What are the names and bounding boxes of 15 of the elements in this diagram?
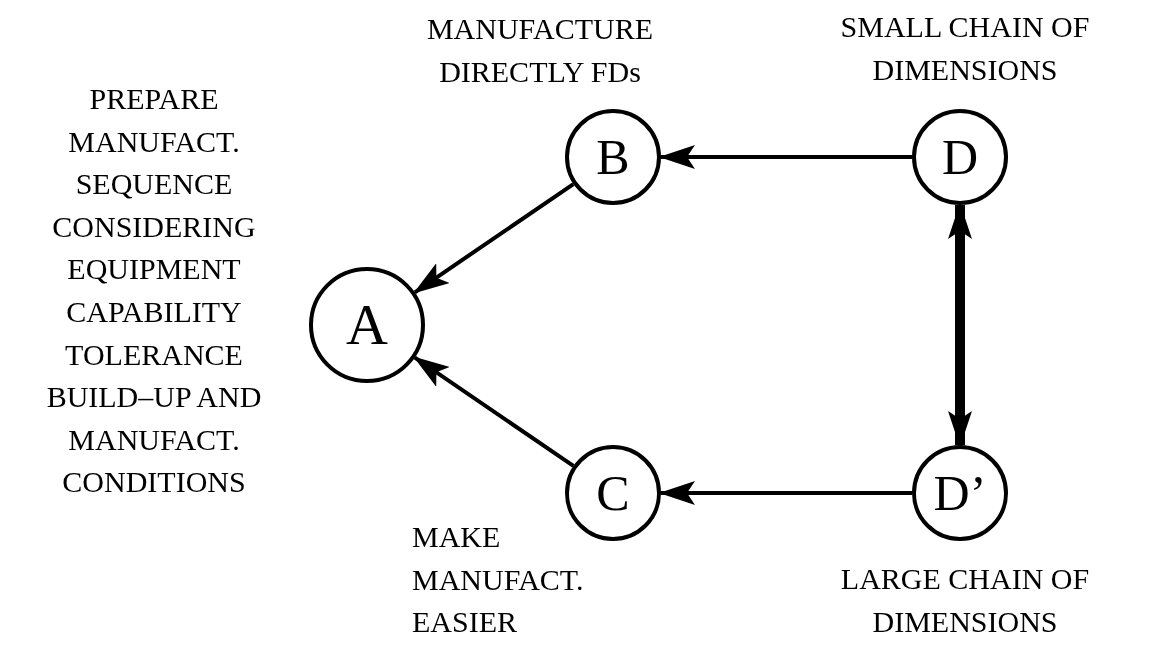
arrow — [659, 145, 912, 169]
node-caption: PREPARE MANUFACT. SEQUENCE CONSIDERING EQUIPMENT CAPABILITY TOLERANCE BUILD–UP AND MANUFACT. CONDITIONS — [45, 81, 263, 501]
node-label: B — [596, 132, 630, 182]
node-label: D’ — [933, 468, 987, 518]
arrow — [948, 203, 972, 447]
node-label: D — [941, 132, 979, 182]
node-caption: MANUFACTURE DIRECTLY FDs — [425, 11, 655, 90]
node-caption: MAKE MANUFACT. EASIER — [412, 519, 585, 641]
arrow — [413, 182, 575, 294]
arrow — [659, 481, 912, 505]
node-label: A — [346, 296, 388, 354]
node-caption: SMALL CHAIN OF DIMENSIONS — [839, 9, 1091, 88]
node-label: C — [596, 468, 630, 518]
node-caption: LARGE CHAIN OF DIMENSIONS — [839, 561, 1091, 640]
arrow — [413, 356, 575, 468]
